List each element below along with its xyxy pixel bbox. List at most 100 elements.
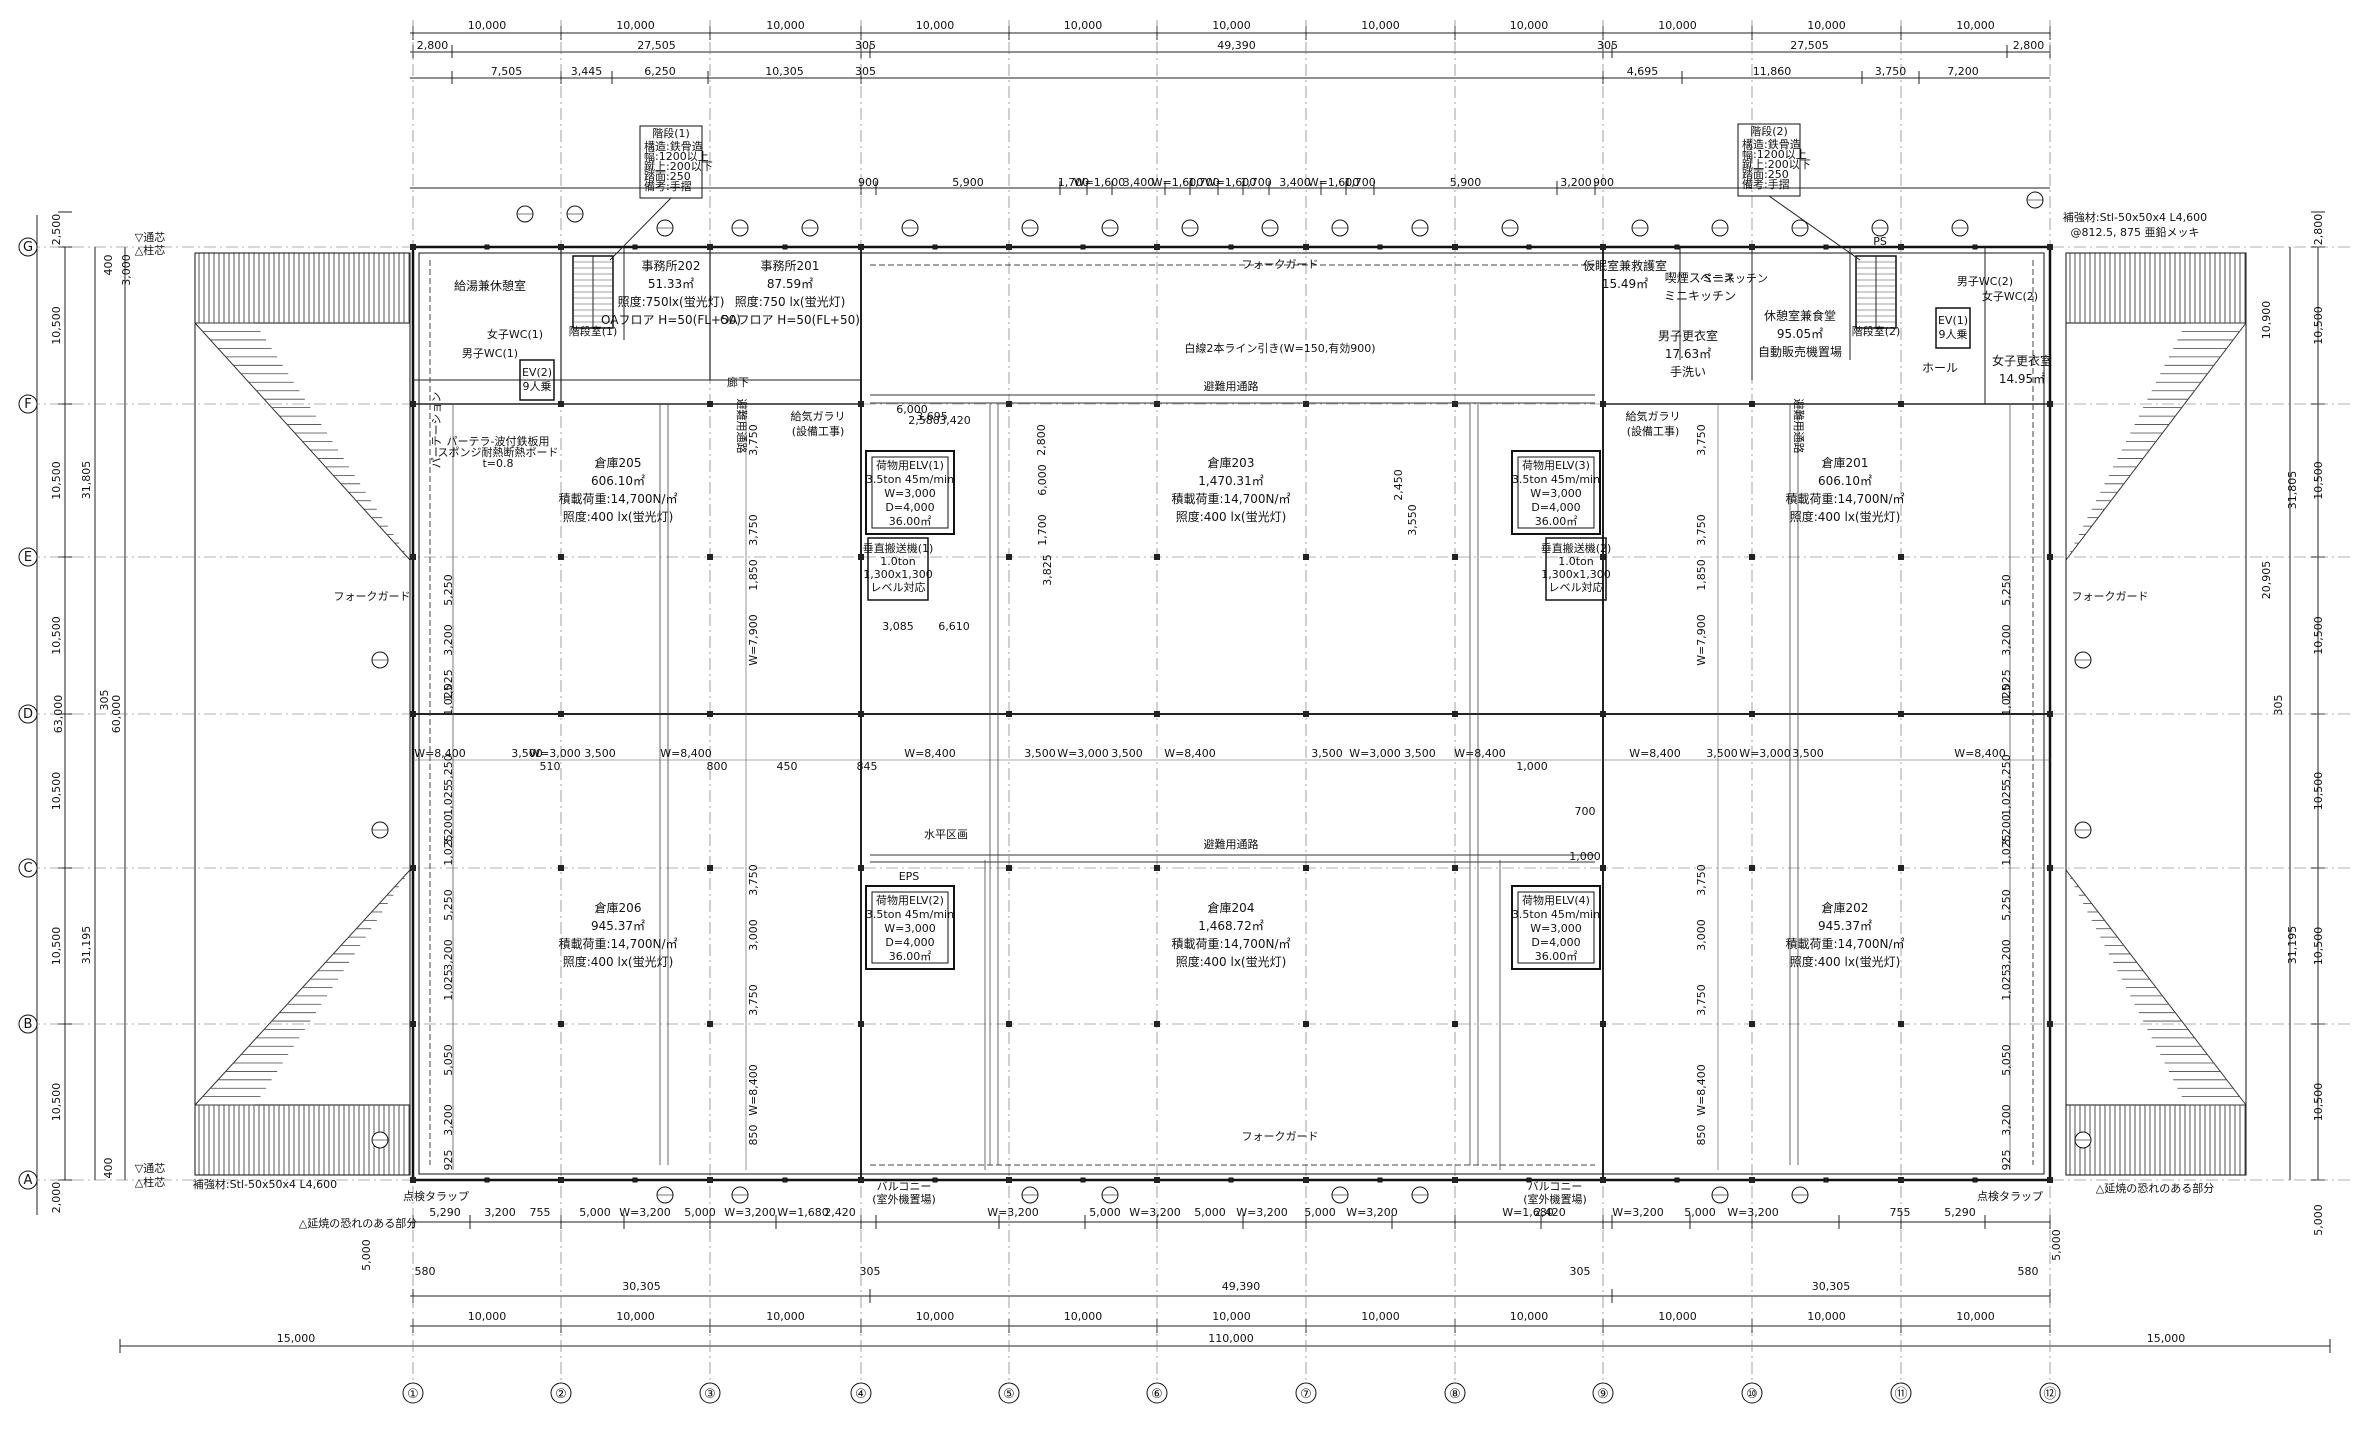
warehouse-203-name: 倉庫203: [1208, 455, 1255, 470]
column-post: [1452, 1177, 1458, 1183]
stair-room-2: 階段室(2): [1852, 324, 1901, 338]
warehouse-dim-mid: 3,500: [1024, 747, 1056, 760]
vertical-dim-left: 3,200: [442, 939, 455, 971]
grid-col-bubble: [1146, 1382, 1168, 1404]
reinforce-label-right: 補強材:Stl-50x50x4 L4,600: [2063, 210, 2207, 224]
grid-col-label: ⑨: [1597, 1387, 1609, 1402]
freight-elevator-3-text: W=3,000: [1530, 487, 1582, 500]
column-post: [1303, 1177, 1309, 1183]
mid-post: [1823, 244, 1829, 250]
vertical-inner-dim-left: 3,000: [747, 919, 760, 951]
left-outer-dim: 10,500: [50, 1083, 63, 1122]
freight-elevator-2-text: 36.00㎡: [889, 950, 932, 963]
column-post: [707, 244, 713, 250]
warehouse-dim-right: W=3,000: [1739, 747, 1791, 760]
column-post: [2047, 865, 2053, 871]
hatched-canopies: [194, 252, 2247, 1176]
bottom-bay-dim: 10,000: [468, 1310, 507, 1323]
grid-col-bubble: [1741, 1382, 1763, 1404]
air-supply-sub-right: (設備工事): [1627, 424, 1680, 438]
column-post: [558, 1021, 564, 1027]
ps-label: PS: [1873, 235, 1887, 248]
vertical-dim-left: 1,025: [442, 834, 455, 866]
fire-spread-label-left: △延焼の恐れのある部分: [299, 1216, 417, 1230]
top-row4-dim: 900: [1593, 176, 1614, 189]
right-mid-dim: 20,905: [2260, 561, 2273, 600]
top-row2-dim: 305: [1597, 39, 1618, 52]
top-row3-dim: 305: [855, 65, 876, 78]
bottom-row1-dim: 5,000: [1089, 1206, 1121, 1219]
top-row4-dim: 900: [858, 176, 879, 189]
bottom-row1-dim: 755: [1890, 1206, 1911, 1219]
grid-row-bubble: [18, 1170, 38, 1190]
bottom-side-dim-left: 15,000: [277, 1332, 316, 1345]
break-room-sub: 自動販売機置場: [1758, 344, 1842, 359]
left-small-dim: 400: [102, 1158, 115, 1179]
grid-mark-label: ▽通芯: [135, 230, 165, 244]
mid-post: [1972, 244, 1978, 250]
column-post: [1154, 244, 1160, 250]
column-post: [858, 865, 864, 871]
bottom-row1-dim: W=1,680: [1502, 1206, 1554, 1219]
freight-elevator-3-car: [1517, 456, 1595, 529]
grid-col-label: ⑥: [1151, 1387, 1163, 1402]
fork-guard-label-left: フォークガード: [334, 590, 411, 603]
mid-post: [632, 244, 638, 250]
warehouse-201-load: 積載荷重:14,700N/㎡: [1785, 491, 1904, 506]
vertical-dim-left: 3,200: [442, 1104, 455, 1136]
column-post: [1898, 401, 1904, 407]
vertical-dim-right: 5,050: [2000, 1044, 2013, 1076]
evac-aisle-label-left: 避難用通路: [735, 399, 749, 454]
top-bay-dim: 10,000: [1956, 19, 1995, 32]
column-post: [1452, 554, 1458, 560]
stair-notes-1-note: 踏面:250: [644, 169, 691, 183]
left-outer-dim: 10,500: [50, 927, 63, 966]
freight-elevator-4-text: D=4,000: [1531, 936, 1580, 949]
vertical-dim-left: 3,200: [442, 624, 455, 656]
top-row4-dim: 3,200: [1560, 176, 1592, 189]
grid-col-label: ②: [555, 1387, 567, 1402]
column-post: [2047, 1021, 2053, 1027]
column-post: [707, 711, 713, 717]
vertical-dim-right: 1,025: [2000, 684, 2013, 716]
freight-elevator-3-text: 36.00㎡: [1535, 515, 1578, 528]
bottom-bay-dim: 10,000: [1807, 1310, 1846, 1323]
bottom-row1-dim: W=3,200: [619, 1206, 671, 1219]
misc-dim: 845: [857, 760, 878, 773]
grid-col-bubble: [850, 1382, 872, 1404]
elevator-area-dim: 3,825: [1041, 554, 1054, 586]
mid-post: [1972, 1177, 1978, 1183]
balcony-label-left: バルコニー: [877, 1180, 932, 1193]
grid-row-label: E: [24, 550, 32, 565]
warehouse-206-load: 積載荷重:14,700N/㎡: [558, 936, 677, 951]
warehouse-dim-mid: W=8,400: [904, 747, 956, 760]
bottom-extra-dim: 580: [415, 1265, 436, 1278]
stair-1: [572, 255, 614, 329]
top-row2-dim: 49,390: [1217, 39, 1256, 52]
column-post: [410, 244, 416, 250]
misc-dim: 510: [540, 760, 561, 773]
passenger-elevator-2: EV(2)9人乗: [519, 359, 555, 401]
grid-col-label: ⑫: [2043, 1387, 2056, 1402]
vertical-dim-left: 925: [442, 1150, 455, 1171]
fork-guard-label-bottom: フォークガード: [1242, 1130, 1319, 1143]
column-post: [1006, 554, 1012, 560]
warehouse-205-area: 606.10㎡: [591, 474, 645, 488]
column-post: [1749, 1021, 1755, 1027]
vertical-dim-right: 925: [2000, 1150, 2013, 1171]
guard-room-area: 15.49㎡: [1602, 277, 1648, 291]
column-post: [1154, 401, 1160, 407]
vertical-lift-1-text: レベル対応: [871, 580, 926, 594]
column-post: [558, 865, 564, 871]
vertical-dim-right: 3,200: [2000, 814, 2013, 846]
grid-row-label: B: [24, 1017, 33, 1032]
vertical-dim-left: 5,250: [442, 889, 455, 921]
grid-row-bubble: [18, 237, 38, 257]
freight-elevator-2-shaft: [865, 885, 955, 970]
wc-female-2: 女子WC(2): [1982, 289, 2038, 303]
bottom-extra-dim: 305: [860, 1265, 881, 1278]
bottom-bay-dim: 10,000: [1956, 1310, 1995, 1323]
